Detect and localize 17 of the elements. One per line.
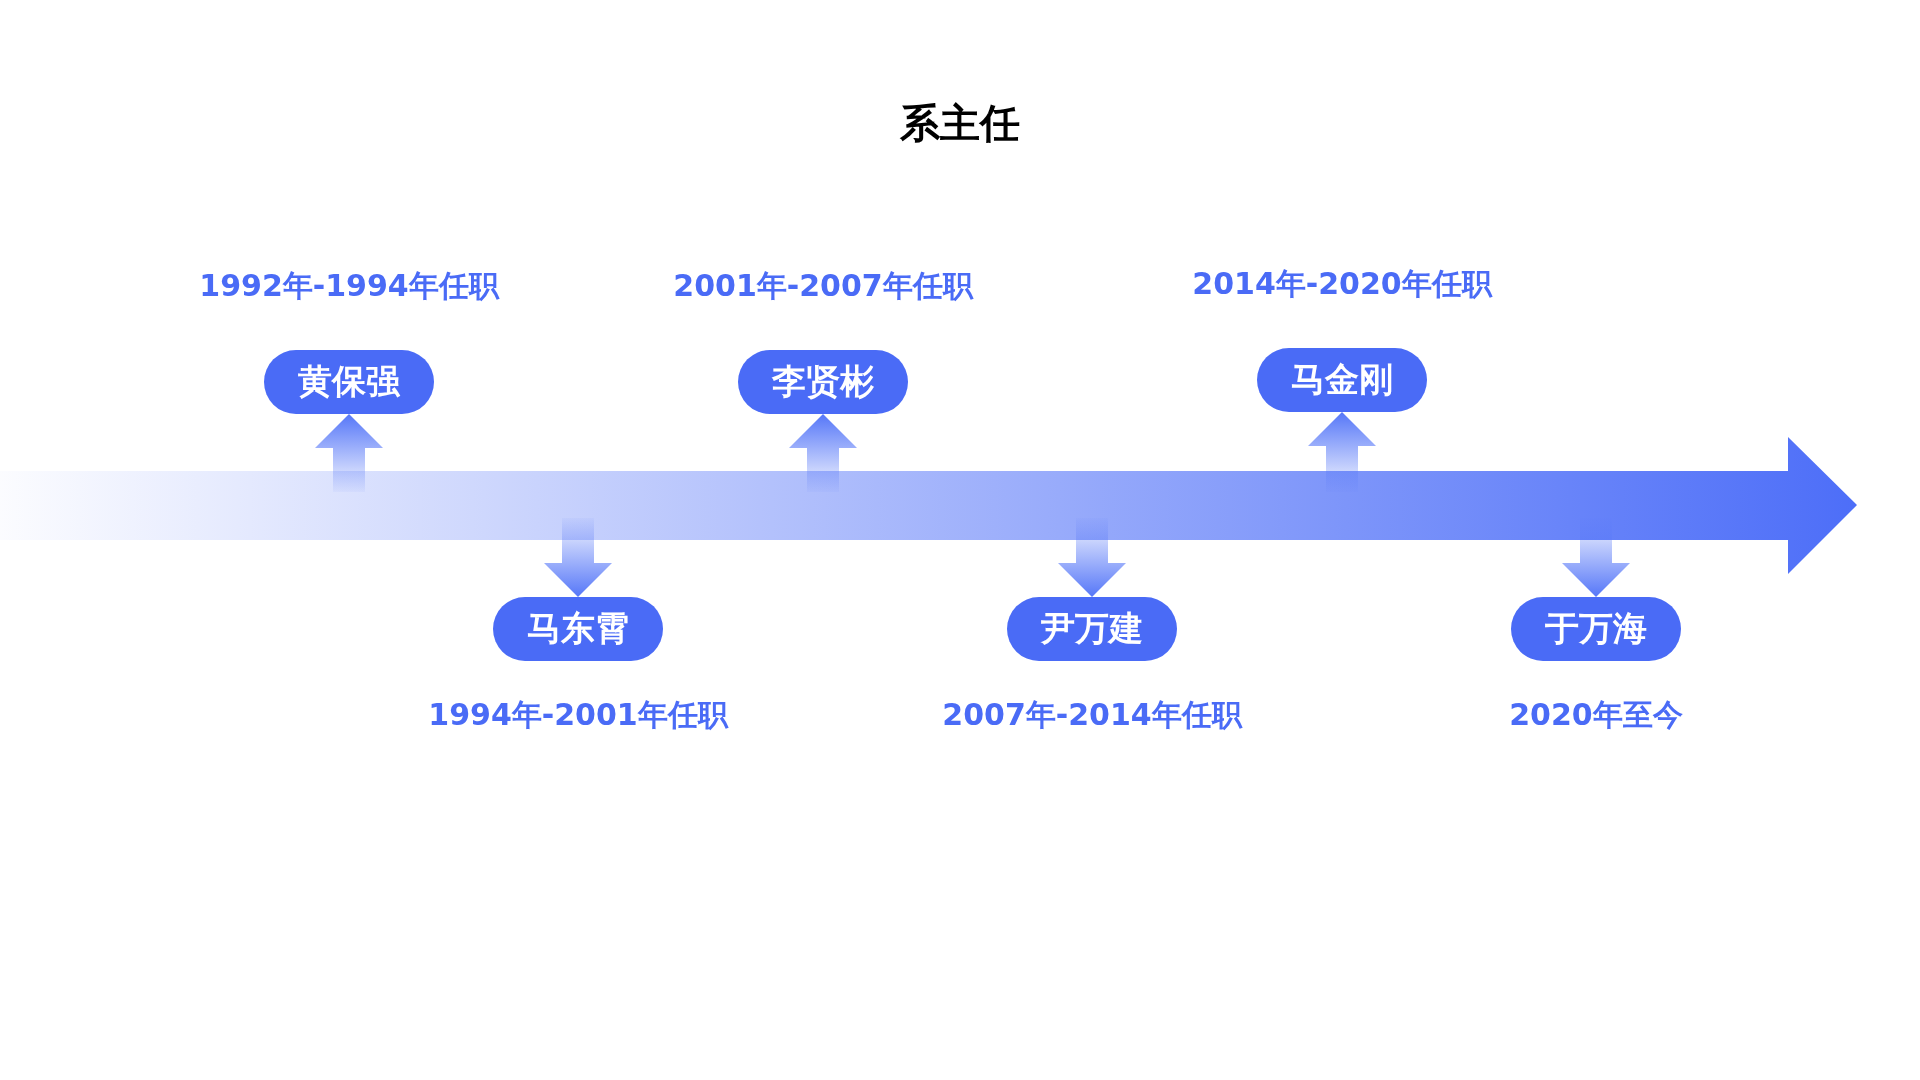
tenure-date: 2001年-2007年任职 xyxy=(672,267,975,305)
diagram-title: 系主任 xyxy=(899,99,1021,148)
tenure-date: 1994年-2001年任职 xyxy=(427,696,730,734)
name-pill: 马金刚 xyxy=(1257,348,1427,412)
name-pill: 马东霄 xyxy=(493,597,663,661)
arrow xyxy=(544,518,612,597)
arrow xyxy=(1058,518,1126,597)
tenure-date: 2007年-2014年任职 xyxy=(941,696,1244,734)
name-pill: 尹万建 xyxy=(1007,597,1177,661)
tenure-date: 2020年至今 xyxy=(1508,696,1684,734)
arrow xyxy=(789,414,857,492)
tenure-date: 2014年-2020年任职 xyxy=(1191,265,1494,303)
name-pill: 李贤彬 xyxy=(738,350,908,414)
name-pill: 于万海 xyxy=(1511,597,1681,661)
tenure-date: 1992年-1994年任职 xyxy=(198,267,501,305)
name-pill: 黄保强 xyxy=(264,350,434,414)
arrow xyxy=(315,414,383,492)
